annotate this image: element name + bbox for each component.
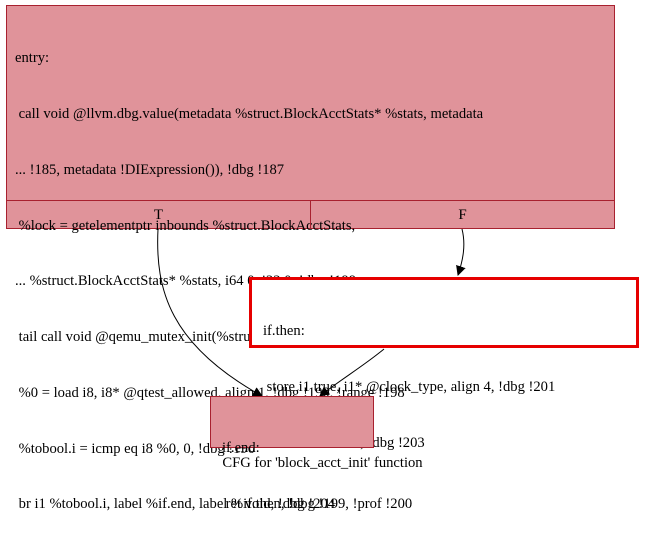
entry-line: ... !185, metadata !DIExpression()), !db… <box>15 161 285 178</box>
if-then-line: store i1 true, i1* @clock_type, align 4,… <box>263 378 556 395</box>
entry-line: call void @llvm.dbg.value(metadata %stru… <box>15 105 484 122</box>
if-then-block-code: if.then: store i1 true, i1* @clock_type,… <box>263 285 555 490</box>
edge-if-then-to-if-end <box>319 348 385 397</box>
entry-block-node: entry: call void @llvm.dbg.value(metadat… <box>6 5 615 512</box>
entry-line: %lock = getelementptr inbounds %struct.B… <box>15 217 356 234</box>
edge-entry-false-to-if-then <box>456 228 466 276</box>
branch-ports: T F <box>7 200 614 228</box>
if-then-block-node: if.then: store i1 true, i1* @clock_type,… <box>249 277 639 451</box>
entry-line: entry: <box>15 50 50 67</box>
if-then-line: if.then: <box>263 323 305 340</box>
if-end-line: ret void, !dbg !204 <box>222 495 336 512</box>
cfg-edges <box>157 228 466 397</box>
port-false-label: F <box>310 201 614 228</box>
graph-caption: CFG for 'block_acct_init' function <box>222 455 423 471</box>
port-true-label: T <box>153 207 164 223</box>
if-end-block-code: if.end: ret void, !dbg !204 <box>222 402 335 551</box>
if-end-block-node: if.end: ret void, !dbg !204 <box>210 396 374 512</box>
edge-entry-true-to-if-end <box>157 228 263 397</box>
if-end-line: if.end: <box>222 440 260 457</box>
